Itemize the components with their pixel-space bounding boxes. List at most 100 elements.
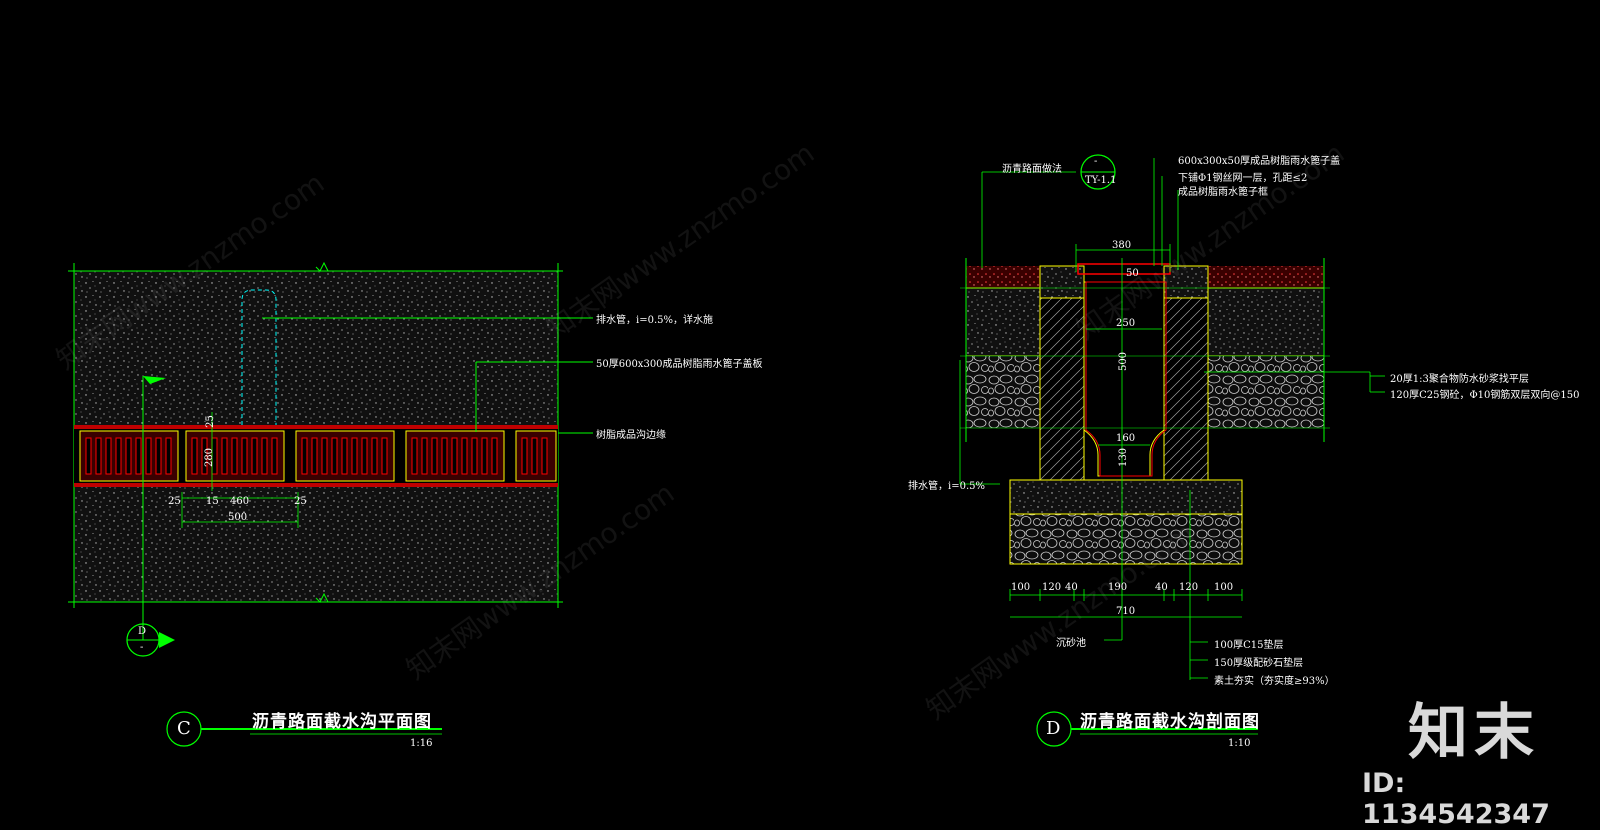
section-note-top-3: 成品树脂雨水篦子框 [1178, 187, 1268, 198]
foundation-c15 [1009, 479, 1243, 515]
channel-body [1083, 281, 1165, 477]
plan-section-mark-letter: D [138, 626, 147, 637]
grate-unit [79, 430, 179, 482]
plan-dim-15: 15 [206, 496, 219, 507]
section-total-710: 710 [1116, 606, 1136, 617]
plan-dim-460: 460 [230, 496, 250, 507]
grate-slot [301, 437, 308, 475]
grate-slot [431, 437, 438, 475]
plan-dim-280: 280 [204, 447, 216, 468]
section-title: 沥青路面截水沟剖面图 [1080, 712, 1260, 732]
plan-dim-500: 500 [228, 512, 248, 523]
grate-unit [515, 430, 557, 482]
section-ref-label: 沥青路面做法 [1002, 164, 1062, 175]
grate-slot [521, 437, 528, 475]
grate-slot [241, 437, 248, 475]
grate-slot [341, 437, 348, 475]
section-dim-bottom: 100 [1011, 582, 1031, 593]
asphalt-surface-right [1178, 266, 1324, 288]
grate-unit [405, 430, 505, 482]
grate-slot [421, 437, 428, 475]
wall-right [1163, 297, 1209, 481]
grate-slot [85, 437, 92, 475]
section-dim-50: 50 [1126, 268, 1139, 279]
grate-slot [95, 437, 102, 475]
grate-slot [541, 437, 548, 475]
brand-id: ID: 1134542347 [1362, 768, 1550, 830]
grate-slot [381, 437, 388, 475]
grate-slot [125, 437, 132, 475]
grate-slot [231, 437, 238, 475]
plan-title: 沥青路面截水沟平面图 [252, 712, 432, 732]
section-view [959, 154, 1385, 747]
section-note-top-2: 下铺Φ1钢丝网一层，孔距≤2 [1178, 173, 1308, 184]
grate-slot [221, 437, 228, 475]
section-dim-bottom: 40 [1065, 582, 1078, 593]
grate-slot [155, 437, 162, 475]
section-note-right-2: 120厚C25钢砼，Φ10钢筋双层双向@150 [1390, 390, 1580, 401]
plan-symbol: C [177, 718, 191, 739]
plan-note-edge: 树脂成品沟边缘 [596, 430, 666, 441]
grate-slot [371, 437, 378, 475]
grate-slot [115, 437, 122, 475]
plan-view [68, 261, 593, 747]
drain-pipe [241, 289, 277, 425]
section-ref-top: - [1094, 156, 1098, 167]
section-scale: 1:10 [1228, 738, 1251, 749]
grate-slot [461, 437, 468, 475]
grate-slot [251, 437, 258, 475]
plan-dim-25-right: 25 [294, 496, 307, 507]
section-dim-380: 380 [1112, 240, 1132, 251]
grate-slot [201, 437, 208, 475]
plan-note-cover: 50厚600x300成品树脂雨水篦子盖板 [596, 359, 763, 370]
grate-slot [491, 437, 498, 475]
section-note-sand: 沉砂池 [1056, 638, 1086, 649]
section-dim-bottom: 40 [1155, 582, 1168, 593]
grate-unit [185, 430, 285, 482]
grate-unit [295, 430, 395, 482]
section-note-right-1: 20厚1:3聚合物防水砂浆找平层 [1390, 374, 1529, 385]
section-note-top-1: 600x300x50厚成品树脂雨水篦子盖 [1178, 156, 1341, 167]
grate-slot [351, 437, 358, 475]
section-ref-bottom: TY-1.1 [1085, 175, 1117, 186]
section-symbol: D [1046, 718, 1061, 739]
grate-slot [531, 437, 538, 475]
section-note-pipe: 排水管，i=0.5% [908, 481, 985, 492]
grate-slot [361, 437, 368, 475]
grate-slot [331, 437, 338, 475]
plan-note-pipe: 排水管，i=0.5%，详水施 [596, 315, 713, 326]
grate-slot [441, 437, 448, 475]
plan-section-mark-dash: - [140, 642, 144, 653]
grate-row [79, 430, 557, 482]
plan-scale: 1:16 [410, 738, 433, 749]
asphalt-top [74, 271, 558, 425]
section-dim-bottom: 190 [1108, 582, 1128, 593]
section-dim-bottom: 120 [1179, 582, 1199, 593]
brand-logo: 知末 [1408, 698, 1540, 768]
section-note-bottom-3: 素土夯实（夯实度≥93%） [1214, 676, 1335, 687]
grate-slot [191, 437, 198, 475]
section-dim-500: 500 [1118, 351, 1130, 372]
section-dim-250: 250 [1116, 318, 1136, 329]
section-dim-160: 160 [1116, 433, 1136, 444]
foundation-gravel [1009, 513, 1243, 565]
grate-slot [105, 437, 112, 475]
section-dim-130: 130 [1118, 447, 1130, 468]
grate-slot [271, 437, 278, 475]
section-note-bottom-2: 150厚级配砂石垫层 [1214, 658, 1304, 669]
plan-dim-25-left: 25 [168, 496, 181, 507]
grate-slot [165, 437, 172, 475]
section-note-bottom-1: 100厚C15垫层 [1214, 640, 1284, 651]
plan-dim-25-top: 25 [204, 415, 216, 428]
grate-slot [135, 437, 142, 475]
asphalt-surface-left [966, 266, 1040, 288]
section-dim-bottom: 120 [1042, 582, 1062, 593]
grate-slot [145, 437, 152, 475]
grate-slot [321, 437, 328, 475]
grate-slot [311, 437, 318, 475]
wall-left [1039, 297, 1085, 481]
grate-slot [411, 437, 418, 475]
grate-slot [471, 437, 478, 475]
grate-slot [481, 437, 488, 475]
